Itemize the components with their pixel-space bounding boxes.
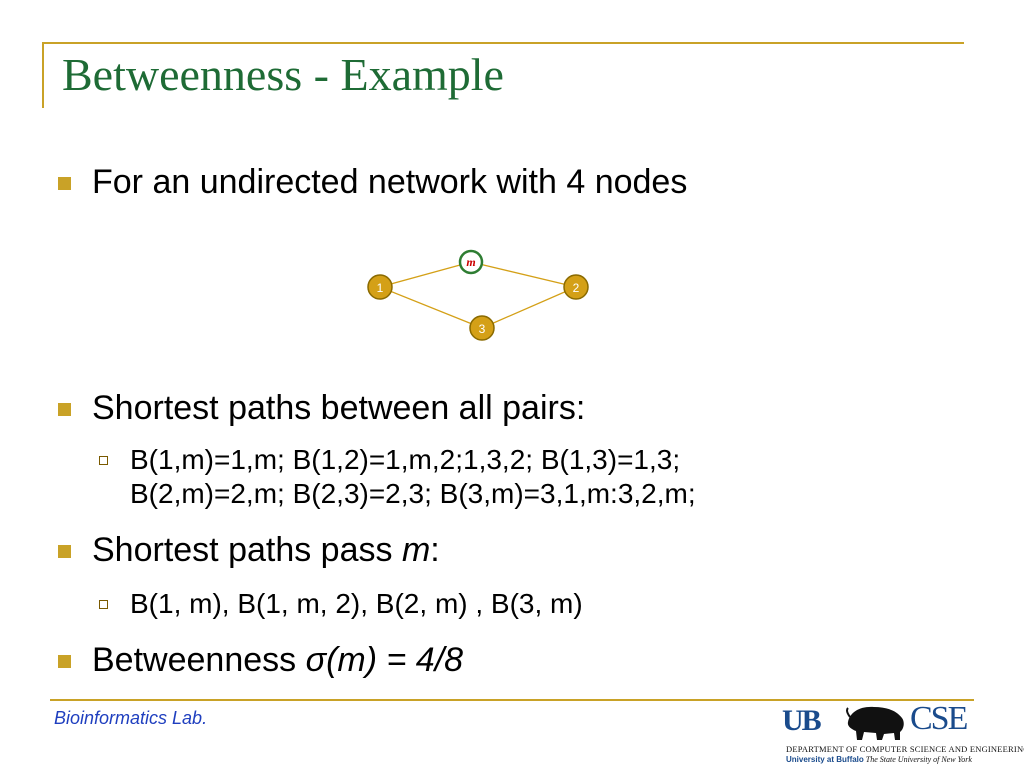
node-3: 3 [469, 315, 495, 341]
bullet-square-icon [58, 177, 71, 190]
sub-bullet-text: B(1, m), B(1, m, 2), B(2, m) , B(3, m) [130, 588, 583, 619]
network-graph: m 1 2 3 [367, 249, 589, 341]
bullet-text: Shortest paths between all pairs: [92, 389, 586, 427]
betweenness-formula: σ(m) = 4/8 [305, 641, 464, 679]
bullet-network-description: For an undirected network with 4 nodes [58, 162, 688, 202]
sub-bullet-paths-through-m: B(1, m), B(1, m, 2), B(2, m) , B(3, m) [99, 587, 583, 620]
bullet-text-suffix: : [430, 531, 440, 569]
edge-m-2 [470, 261, 577, 288]
bullet-text: For an undirected network with 4 nodes [92, 163, 688, 201]
sub-bullet-paths-line-2: B(2,m)=2,m; B(2,3)=2,3; B(3,m)=3,1,m:3,2… [130, 477, 696, 510]
footer-lab-name: Bioinformatics Lab. [54, 708, 208, 728]
footer-divider [50, 699, 974, 701]
hollow-square-bullet-icon [99, 600, 108, 609]
bullet-paths-pass-m: Shortest paths pass m: [58, 530, 440, 570]
node-3-label: 3 [479, 322, 486, 336]
node-m: m [458, 249, 484, 275]
bullet-square-icon [58, 545, 71, 558]
university-name: University at Buffalo The State Universi… [786, 755, 972, 764]
bullet-text-prefix: Betweenness [92, 641, 306, 679]
node-m-label: m [466, 255, 475, 269]
bullet-betweenness-result: Betweenness σ(m) = 4/8 [58, 640, 464, 680]
sub-bullet-paths-line-1: B(1,m)=1,m; B(1,2)=1,m,2;1,3,2; B(1,3)=1… [99, 443, 681, 476]
bullet-square-icon [58, 403, 71, 416]
node-2-label: 2 [573, 281, 580, 295]
sub-bullet-text: B(1,m)=1,m; B(1,2)=1,m,2;1,3,2; B(1,3)=1… [130, 444, 681, 475]
sub-bullet-text: B(2,m)=2,m; B(2,3)=2,3; B(3,m)=3,1,m:3,2… [130, 478, 696, 509]
edge-3-2 [481, 286, 577, 329]
hollow-square-bullet-icon [99, 456, 108, 465]
university-logo: UB CSE DEPARTMENT OF COMPUTER SCIENCE AN… [782, 700, 1024, 766]
bullet-text-prefix: Shortest paths pass [92, 531, 402, 569]
university-name-bold: University at Buffalo [786, 755, 864, 764]
node-2: 2 [563, 274, 589, 300]
title-accent-vertical-line [42, 42, 44, 108]
bullet-text-variable: m [401, 531, 431, 569]
edge-1-3 [379, 286, 483, 329]
department-name: DEPARTMENT OF COMPUTER SCIENCE AND ENGIN… [786, 744, 1024, 754]
university-name-italic: The State University of New York [863, 755, 972, 764]
edge-1-m [379, 261, 472, 288]
slide-title: Betweenness - Example [62, 49, 504, 100]
bison-icon [845, 706, 904, 740]
ub-logo-text: UB [782, 704, 822, 737]
node-1: 1 [367, 274, 393, 300]
title-accent-horizontal-line [42, 42, 964, 44]
node-1-label: 1 [377, 281, 384, 295]
bullet-square-icon [58, 655, 71, 668]
cse-logo-text: CSE [910, 700, 968, 737]
bullet-shortest-paths-all-pairs: Shortest paths between all pairs: [58, 388, 586, 428]
